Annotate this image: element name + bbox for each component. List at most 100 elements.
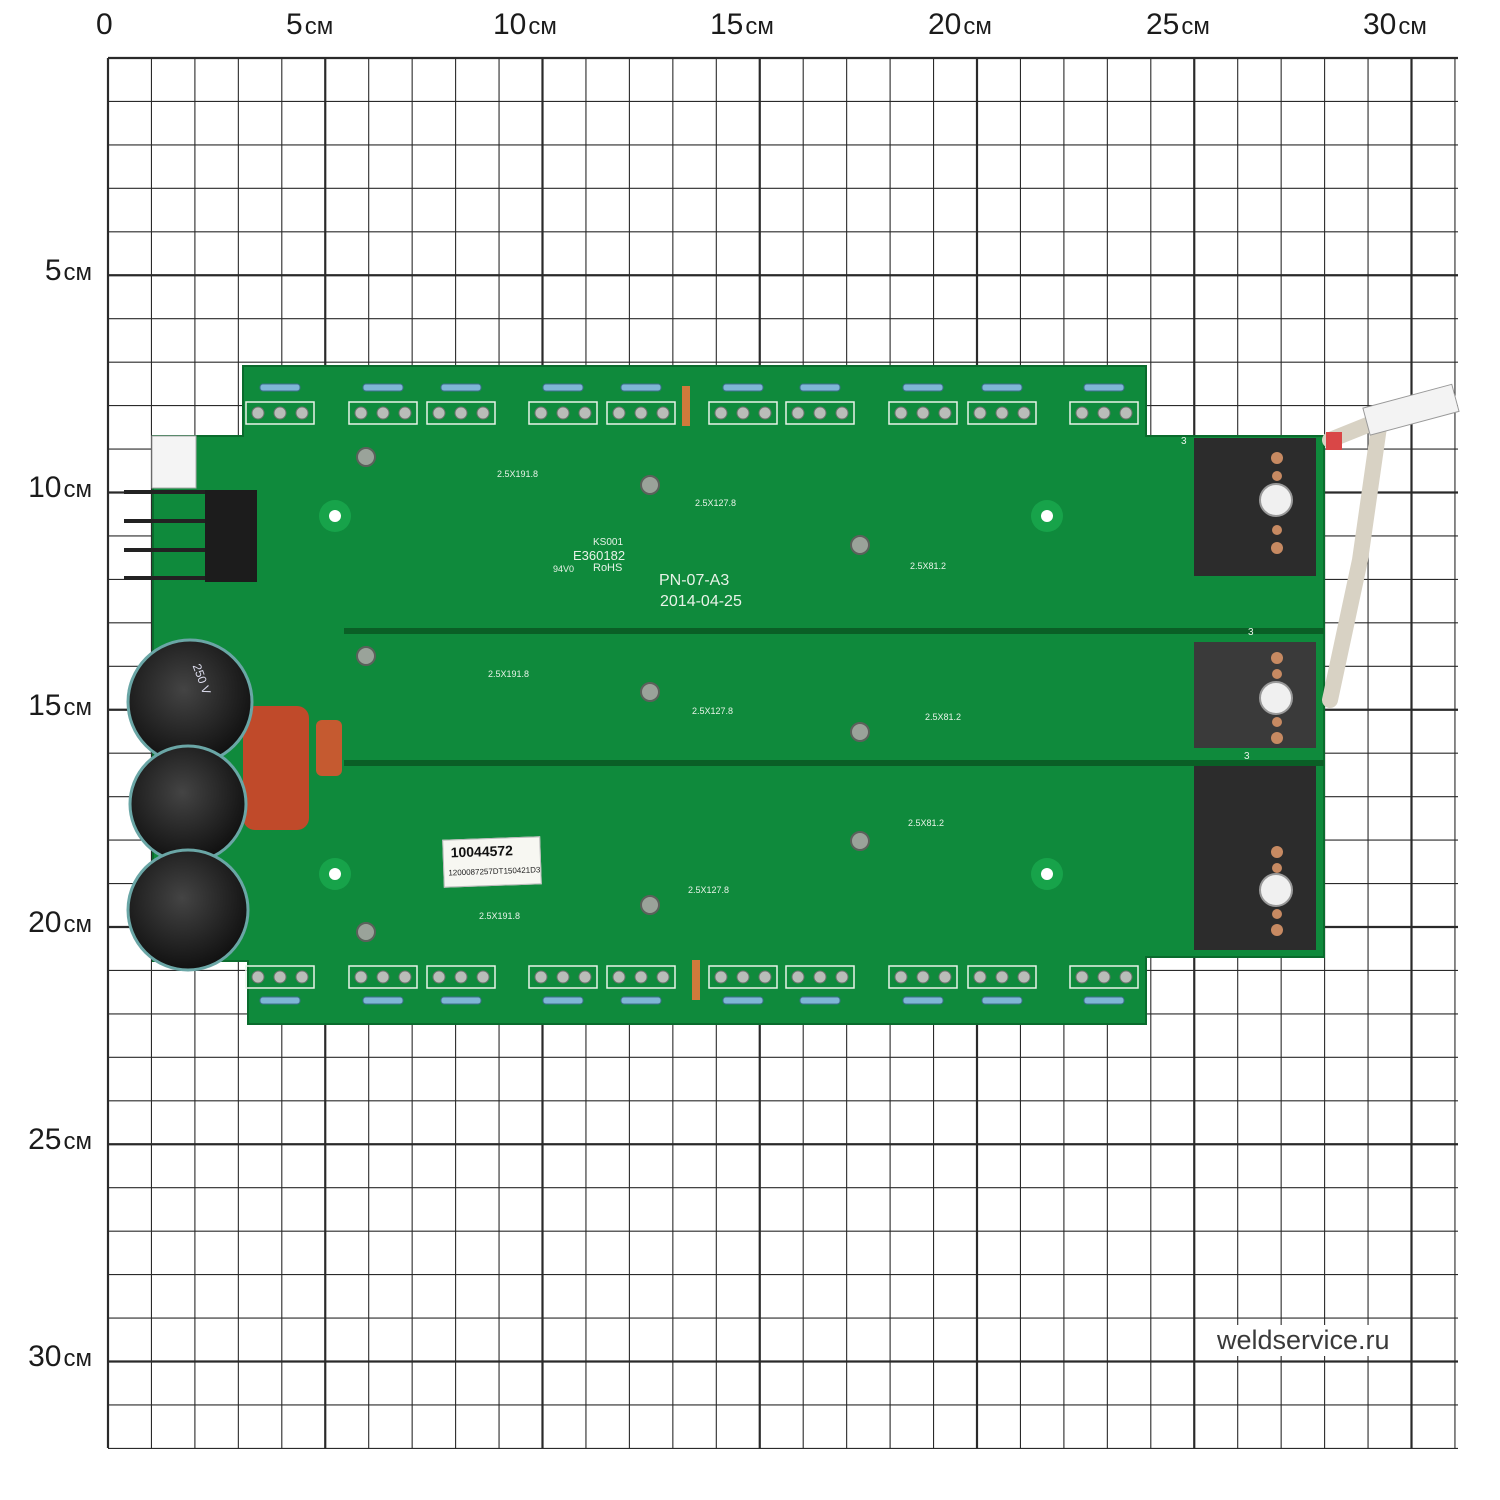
resistor — [440, 383, 482, 392]
component-footprint — [1069, 965, 1139, 989]
solder-pad — [556, 406, 570, 420]
wire-label-9: 2.5X191.8 — [479, 911, 521, 921]
solder-pad — [454, 406, 468, 420]
solder-pad — [813, 406, 827, 420]
solder-pad — [376, 406, 390, 420]
solder-pad — [714, 970, 728, 984]
solder-pad — [578, 406, 592, 420]
solder-pad — [354, 406, 368, 420]
solder-pad — [791, 970, 805, 984]
solder-pad — [656, 970, 670, 984]
wire-label-6: 2.5X81.2 — [925, 712, 962, 722]
wire-label-7: 2.5X81.2 — [908, 818, 945, 828]
resistor — [799, 383, 841, 392]
resistor — [440, 996, 482, 1005]
solder-pad — [736, 970, 750, 984]
component-footprint — [245, 965, 315, 989]
resistor — [722, 996, 764, 1005]
solder-pad — [578, 970, 592, 984]
solder-pad — [398, 970, 412, 984]
component-footprint — [348, 401, 418, 425]
component-footprint — [967, 965, 1037, 989]
x-tick-20: 20см — [928, 8, 992, 41]
resistor — [981, 383, 1023, 392]
solder-pad — [894, 970, 908, 984]
resistor — [722, 383, 764, 392]
solder-pad — [354, 970, 368, 984]
resistor — [362, 996, 404, 1005]
y-tick-20: 20см — [28, 906, 92, 939]
wire-label-5: 2.5X127.8 — [692, 706, 734, 716]
component-footprint — [708, 965, 778, 989]
solder-pad — [556, 970, 570, 984]
board-model-text: PN-07-A3 — [659, 572, 730, 589]
solder-pad — [376, 970, 390, 984]
wire-harness — [1322, 407, 1390, 708]
resistor — [902, 996, 944, 1005]
power-transistor — [205, 490, 257, 582]
wire-label-3: 2.5X81.2 — [910, 561, 947, 571]
resistor — [1083, 383, 1125, 392]
board-slot-lower — [344, 760, 1324, 766]
component-footprint — [1069, 401, 1139, 425]
wire-solder-joints — [356, 447, 870, 942]
flammability-text: 94V0 — [553, 564, 575, 574]
watermark-text: weldservice.ru — [1213, 1325, 1394, 1356]
x-tick-15: 15см — [710, 8, 774, 41]
terminal-mark-2: 3 — [1248, 627, 1254, 638]
board-slot-upper — [344, 628, 1324, 634]
transistor-pins — [124, 490, 218, 580]
solder-pad — [813, 970, 827, 984]
terminal-mark-1: 3 — [1181, 436, 1187, 447]
solder-pad — [973, 406, 987, 420]
electrolytic-capacitors — [126, 638, 254, 972]
solder-pad — [432, 970, 446, 984]
wire-label-8: 2.5X127.8 — [688, 885, 730, 895]
solder-pad — [295, 970, 309, 984]
solder-pad — [1097, 406, 1111, 420]
solder-pad — [295, 406, 309, 420]
solder-pad — [1075, 406, 1089, 420]
wire-label-1: 2.5X191.8 — [497, 469, 539, 479]
y-tick-10: 10см — [28, 471, 92, 504]
component-footprint — [785, 401, 855, 425]
solder-pad — [1119, 406, 1133, 420]
component-footprint — [606, 965, 676, 989]
resistor — [259, 996, 301, 1005]
film-capacitor — [243, 706, 309, 830]
terminal-block-bottom — [1194, 766, 1316, 950]
component-footprint — [888, 401, 958, 425]
solder-pad — [894, 406, 908, 420]
resistor — [799, 996, 841, 1005]
solder-pad — [1017, 970, 1031, 984]
resistor — [620, 383, 662, 392]
serial-sticker: 10044572 1200087257DT150421D3 — [442, 836, 542, 888]
board-date-text: 2014-04-25 — [660, 593, 742, 610]
wire-label-4: 2.5X191.8 — [488, 669, 530, 679]
component-footprint — [245, 401, 315, 425]
resistor — [542, 996, 584, 1005]
terminal-mark-3: 3 — [1244, 751, 1250, 762]
solder-pad — [1075, 970, 1089, 984]
solder-pad — [534, 970, 548, 984]
component-footprint — [528, 401, 598, 425]
solder-pad — [973, 970, 987, 984]
solder-pad — [251, 970, 265, 984]
x-tick-30: 30см — [1363, 8, 1427, 41]
solder-pad — [534, 406, 548, 420]
solder-pad — [656, 406, 670, 420]
x-tick-0: 0 — [96, 8, 113, 41]
solder-pad — [432, 406, 446, 420]
solder-pad — [1017, 406, 1031, 420]
y-tick-15: 15см — [28, 689, 92, 722]
y-tick-5: 5см — [44, 254, 92, 287]
solder-pad — [634, 970, 648, 984]
y-tick-25: 25см — [28, 1123, 92, 1156]
x-tick-10: 10см — [493, 8, 557, 41]
component-footprint — [348, 965, 418, 989]
resistor — [1083, 996, 1125, 1005]
solder-pad — [251, 406, 265, 420]
solder-pad — [273, 970, 287, 984]
solder-pad — [835, 970, 849, 984]
component-footprint — [606, 401, 676, 425]
